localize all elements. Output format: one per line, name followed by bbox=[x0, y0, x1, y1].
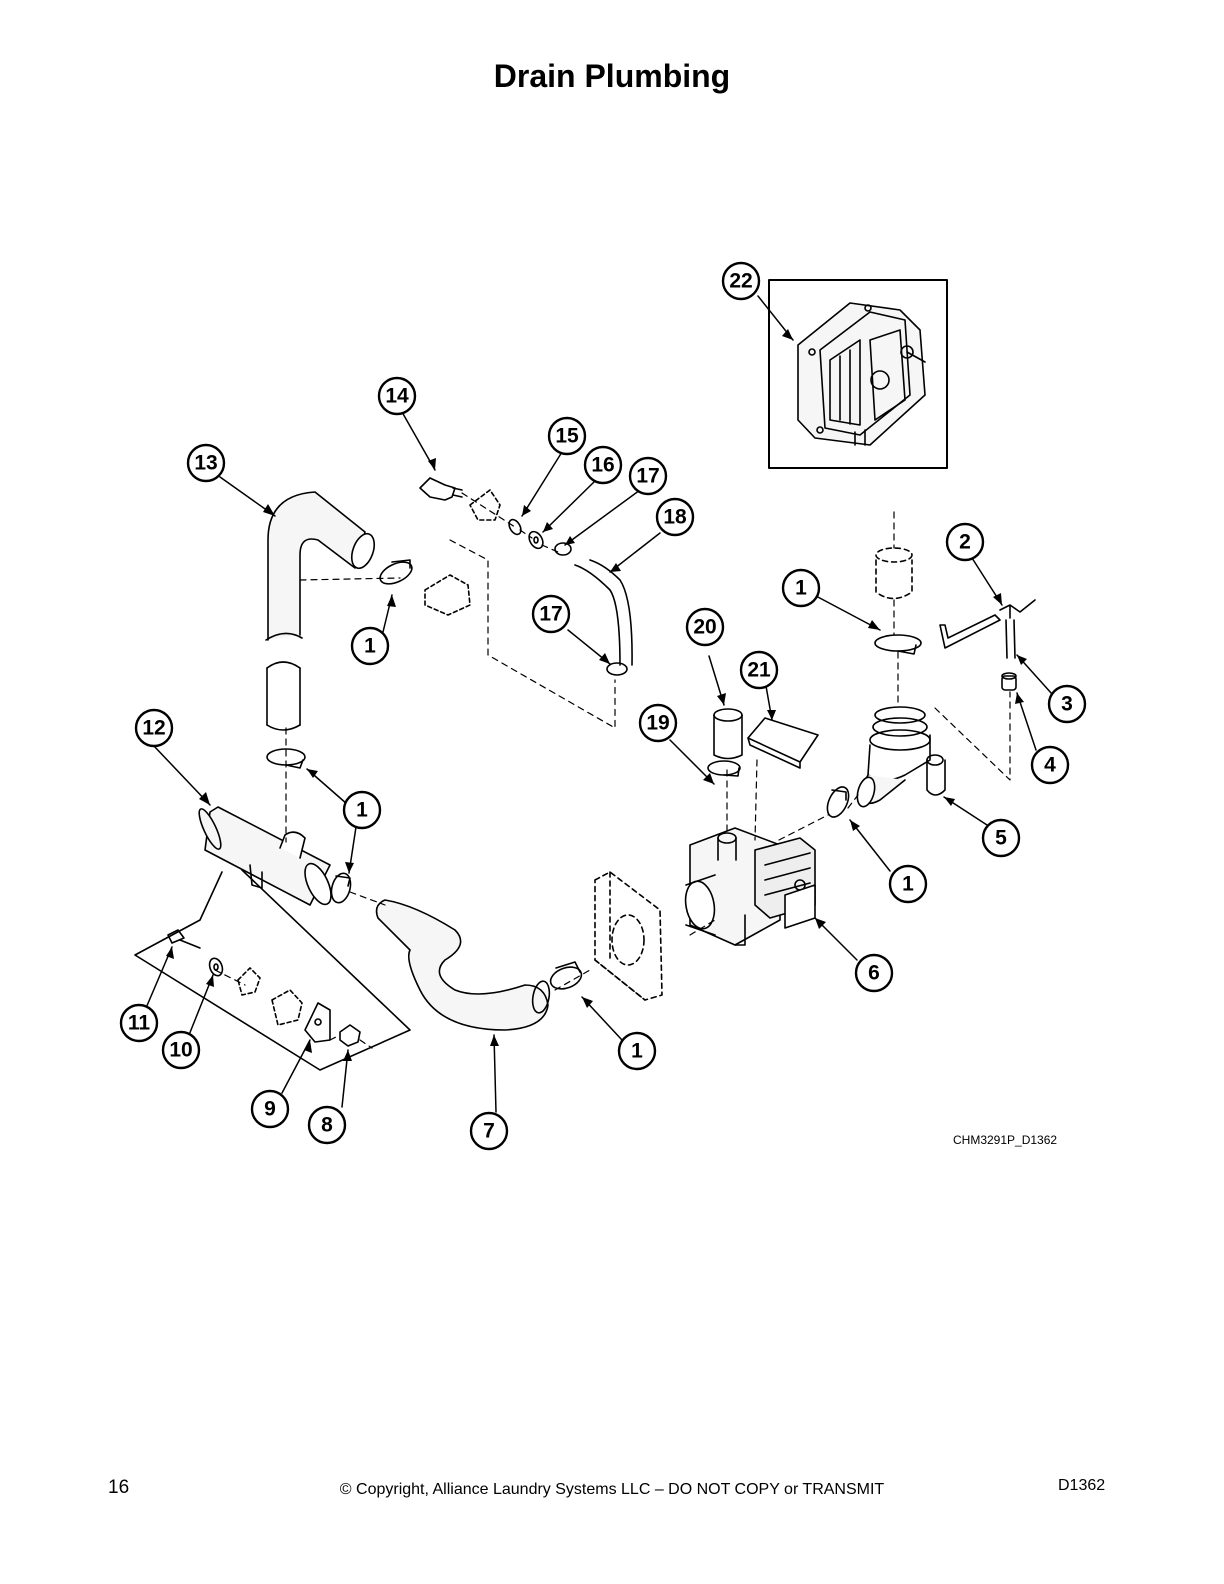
assembly-centerlines bbox=[214, 492, 1011, 1049]
mounting-bracket bbox=[594, 871, 663, 1001]
callout-1: 1 bbox=[795, 577, 807, 600]
callout-15: 15 bbox=[555, 425, 579, 448]
callout-8: 8 bbox=[321, 1114, 333, 1137]
callout-22: 22 bbox=[729, 270, 752, 293]
callout-1: 1 bbox=[631, 1040, 643, 1063]
s-drain-hose bbox=[375, 899, 551, 1031]
callout-13: 13 bbox=[194, 452, 217, 475]
callout-4: 4 bbox=[1044, 754, 1056, 777]
callout-circles bbox=[119, 261, 1087, 1151]
callout-10: 10 bbox=[169, 1039, 192, 1062]
callout-14: 14 bbox=[385, 385, 409, 408]
cap-and-cover bbox=[713, 708, 819, 769]
callout-17: 17 bbox=[636, 465, 659, 488]
callout-19: 19 bbox=[646, 712, 669, 735]
callout-6: 6 bbox=[868, 962, 880, 985]
bolt-assembly-inset bbox=[134, 869, 411, 1071]
pump-motor-inset bbox=[768, 279, 948, 469]
drawing-code: CHM3291P_D1362 bbox=[953, 1133, 1058, 1147]
callout-labels: 1 13 14 15 16 17 18 17 20 21 19 12 1 1 2… bbox=[128, 270, 1073, 1143]
callout-3: 3 bbox=[1061, 693, 1073, 716]
callout-16: 16 bbox=[591, 454, 614, 477]
drain-tube bbox=[198, 806, 332, 906]
phantom-parts bbox=[237, 489, 501, 1026]
fastener-set bbox=[419, 477, 633, 666]
callout-20: 20 bbox=[693, 616, 716, 639]
short-hose-section bbox=[266, 661, 301, 731]
callout-1: 1 bbox=[364, 635, 376, 658]
callout-1: 1 bbox=[356, 799, 368, 822]
elbow-fitting bbox=[856, 706, 946, 808]
callout-9: 9 bbox=[264, 1098, 276, 1121]
copyright-notice: © Copyright, Alliance Laundry Systems LL… bbox=[339, 1481, 885, 1498]
callout-2: 2 bbox=[959, 531, 971, 554]
callout-11: 11 bbox=[128, 1012, 151, 1035]
small-tubing-set bbox=[939, 599, 1036, 691]
callout-leaders bbox=[145, 295, 1053, 1113]
upper-connector bbox=[875, 547, 913, 600]
document-code: D1362 bbox=[1058, 1477, 1106, 1494]
callout-17: 17 bbox=[539, 603, 562, 626]
callout-5: 5 bbox=[995, 827, 1007, 850]
page-title: Drain Plumbing bbox=[493, 58, 731, 94]
upper-elbow-hose bbox=[265, 491, 376, 641]
callout-21: 21 bbox=[747, 659, 771, 682]
callout-18: 18 bbox=[663, 506, 687, 529]
callout-12: 12 bbox=[142, 717, 165, 740]
callout-7: 7 bbox=[483, 1120, 495, 1143]
page-number: 16 bbox=[108, 1477, 130, 1498]
drain-pump-body bbox=[684, 827, 816, 946]
callout-1: 1 bbox=[902, 873, 914, 896]
callout-arrowheads bbox=[166, 329, 1027, 1061]
